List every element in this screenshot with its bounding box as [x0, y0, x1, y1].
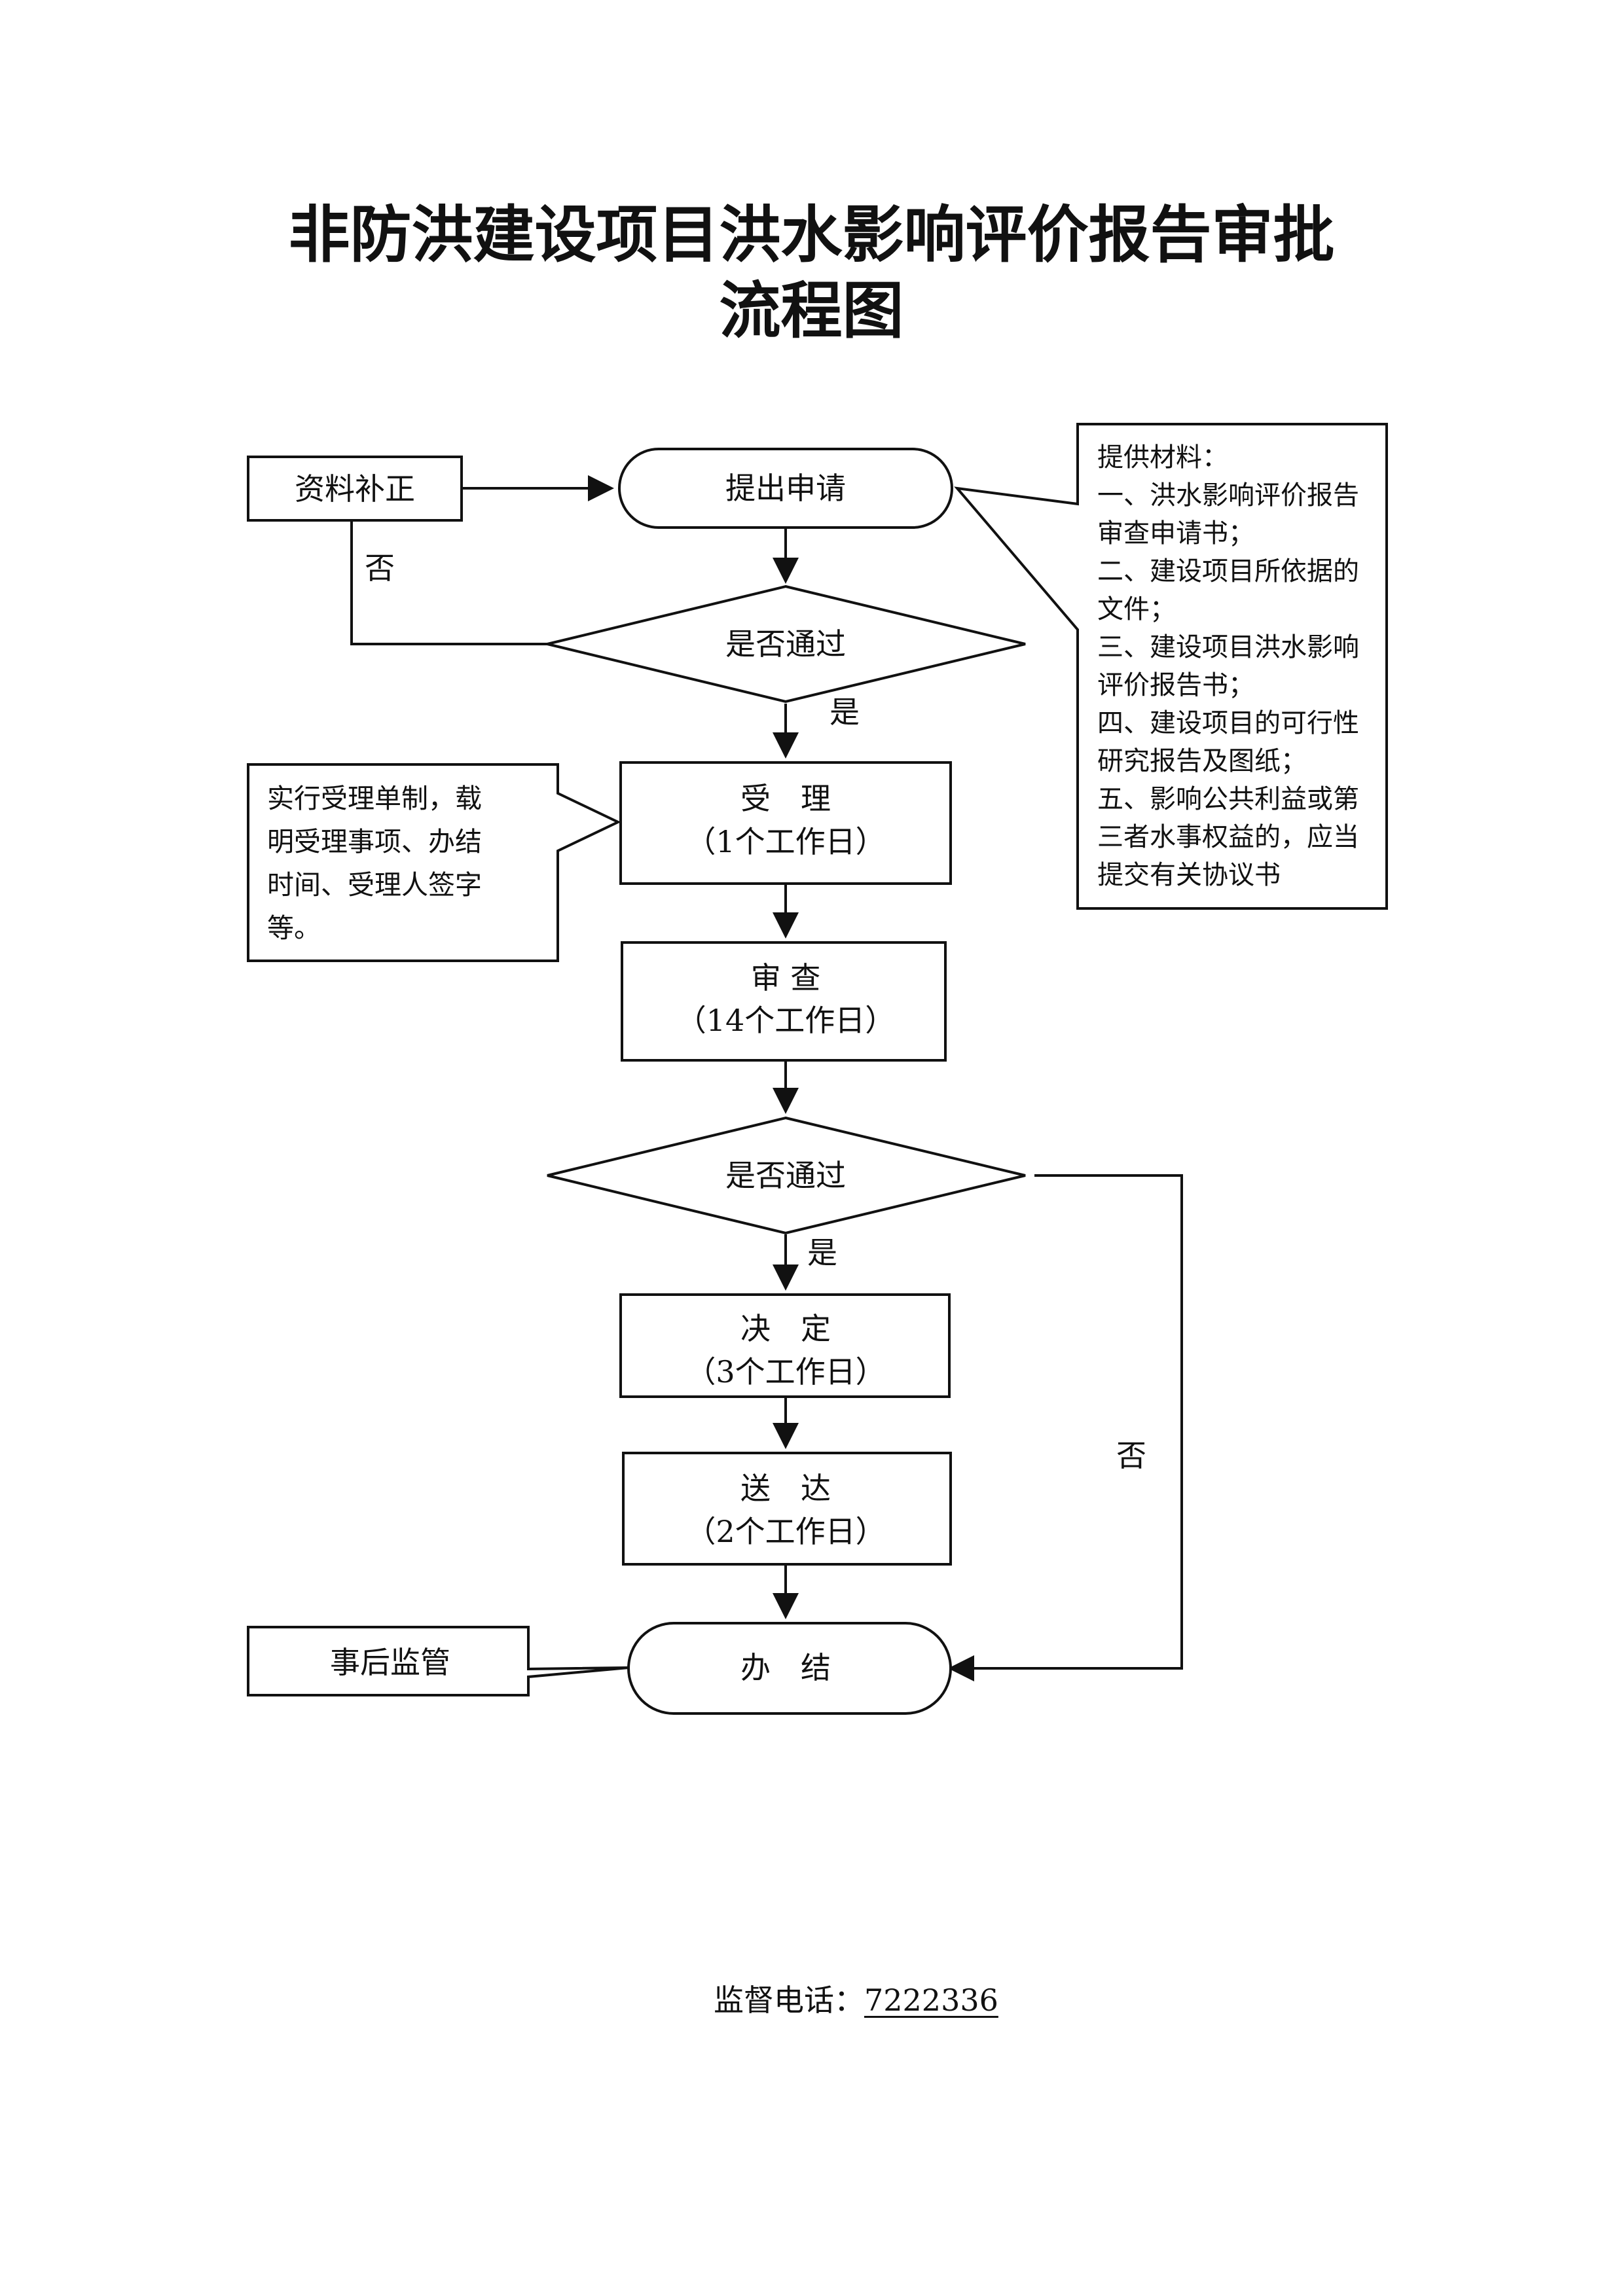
supplement-label: 资料补正 — [295, 471, 415, 507]
apply-terminal — [618, 448, 953, 529]
materials-line-1: 提供材料： — [1097, 442, 1228, 473]
accept-box — [619, 761, 952, 885]
accept-note-callout — [247, 763, 621, 962]
connector-check2-no-to-finish — [948, 1174, 1183, 1681]
accept-note-line-3: 时间、受理人签字 — [267, 869, 482, 901]
materials-line-10: 五、影响公共利益或第 — [1097, 784, 1359, 814]
deliver-box — [622, 1452, 952, 1566]
materials-line-9: 研究报告及图纸； — [1097, 746, 1307, 776]
accept-note-line-4: 等。 — [267, 912, 321, 944]
review-days: （14个工作日） — [676, 1003, 896, 1038]
materials-line-8: 四、建设项目的可行性 — [1097, 708, 1359, 738]
materials-line-12: 提交有关协议书 — [1097, 860, 1281, 890]
materials-line-3: 审查申请书； — [1097, 518, 1254, 548]
page-title: 非防洪建设项目洪水影响评价报告审批 — [288, 199, 1335, 271]
review-label: 审 查 — [751, 960, 821, 996]
accept-label: 受 理 — [740, 781, 831, 816]
check2-no-label: 否 — [1116, 1438, 1146, 1473]
finish-label: 办 结 — [740, 1650, 831, 1685]
deliver-days: （2个工作日） — [685, 1514, 885, 1549]
page-title-line-2: 流程图 — [719, 275, 904, 347]
connector-check1-no-to-supplement — [350, 520, 547, 645]
materials-callout — [954, 423, 1388, 910]
decide-label: 决 定 — [740, 1311, 831, 1346]
materials-line-2: 一、洪水影响评价报告 — [1097, 480, 1359, 511]
materials-line-7: 评价报告书； — [1097, 670, 1254, 700]
check2-label: 是否通过 — [725, 1158, 846, 1193]
check1-label: 是否通过 — [725, 626, 846, 662]
supervise-callout — [247, 1626, 629, 1696]
supplement-box — [247, 456, 463, 522]
materials-line-11: 三者水事权益的，应当 — [1097, 822, 1359, 852]
deliver-label: 送 达 — [740, 1471, 831, 1506]
check1-yes-label: 是 — [830, 694, 860, 730]
materials-line-6: 三、建设项目洪水影响 — [1097, 632, 1359, 662]
materials-line-5: 文件； — [1097, 594, 1176, 624]
supervise-label: 事后监管 — [330, 1645, 450, 1680]
supervision-hotline: 监督电话：7222336 — [714, 1977, 998, 2020]
hotline-number: 7222336 — [864, 1982, 998, 2018]
accept-note-line-1: 实行受理单制，载 — [267, 783, 482, 814]
decide-box — [619, 1293, 951, 1398]
accept-note-line-2: 明受理事项、办结 — [267, 826, 482, 857]
check1-diamond — [547, 584, 1026, 704]
decide-days: （3个工作日） — [685, 1354, 885, 1390]
hotline-label: 监督电话： — [714, 1982, 864, 2018]
review-box — [621, 941, 947, 1062]
apply-label: 提出申请 — [725, 471, 846, 506]
check2-yes-label: 是 — [807, 1235, 837, 1270]
check2-diamond — [547, 1116, 1026, 1235]
check1-no-label: 否 — [365, 550, 395, 586]
accept-days: （1个工作日） — [685, 824, 885, 859]
materials-line-4: 二、建设项目所依据的 — [1097, 556, 1359, 586]
